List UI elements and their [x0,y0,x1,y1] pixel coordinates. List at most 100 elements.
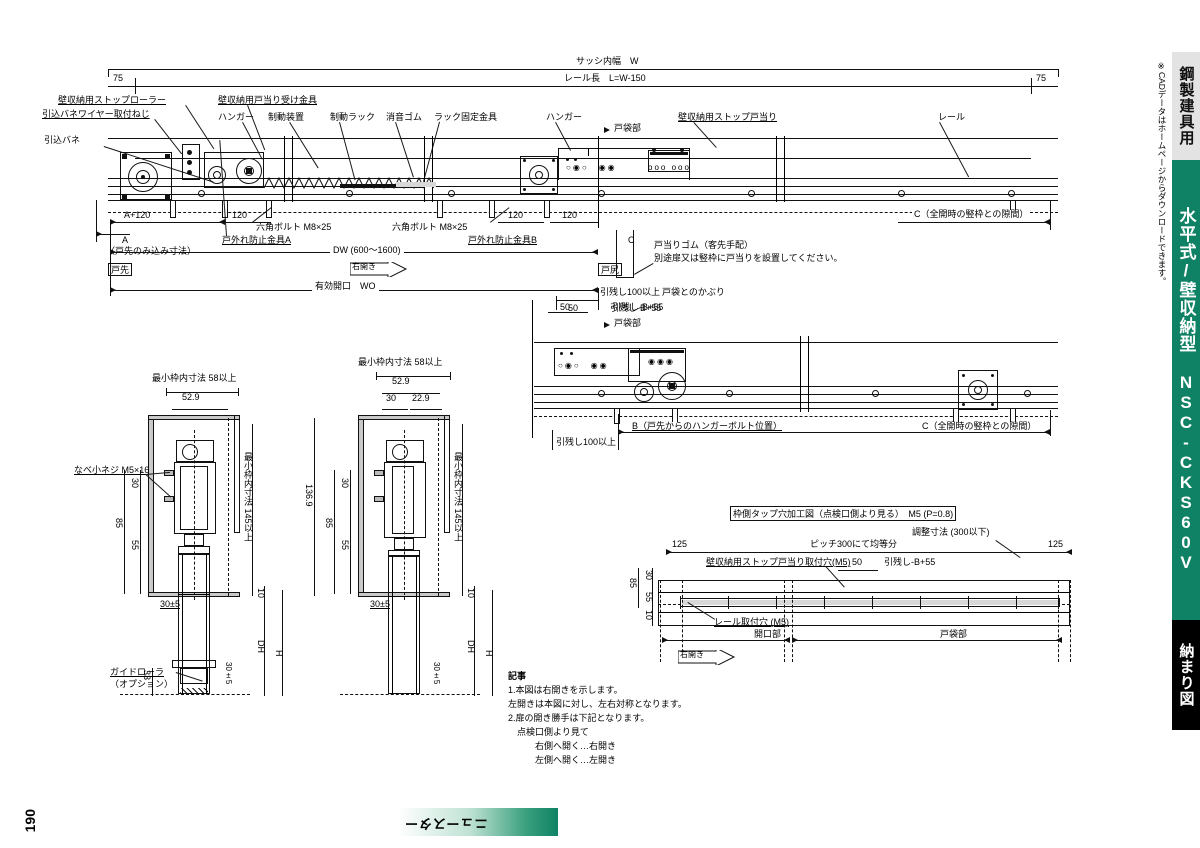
tap-hole [728,596,729,609]
sl-33-line [152,668,153,696]
callout-rail: レール [938,112,966,122]
sidebar-model-tab[interactable]: 水平式/壁収納型 NSC-CKS60V [1172,160,1200,620]
sr-dim55-line [350,506,351,594]
sidebar-category-tab[interactable]: 鋼製建具用 [1172,52,1200,160]
leader-line [634,263,654,275]
sl-dim-30pm5-b: 30±5 [224,662,233,685]
notes-line-4: 点検口側より見て [508,727,589,737]
dim-a-line [96,234,130,235]
roller-dot [187,160,192,165]
dim-tick [108,69,109,77]
sr-136-line [314,418,315,596]
sr-mech-inner [392,466,414,534]
tap-rail-fill [682,600,1058,605]
ext-line [618,414,619,450]
sr-dim-10: 10 [466,588,476,599]
break-line [776,136,777,202]
tap-ext [1058,580,1059,662]
sl-h-line [282,590,283,696]
rail-line-5 [108,194,1058,195]
sl-dim-33: 33 [142,670,152,681]
notes-title: 記事 [508,671,527,681]
dim-75-right-line [1031,86,1058,87]
detail-left-edge [532,300,533,438]
sl-frame-right [234,415,240,533]
callout-rack-fixing: ラック固定金具 [434,112,498,122]
notes-line-1: 1.本図は右開きを示します。 [508,685,623,695]
pocket-dot [566,158,569,161]
hanger-2-plate [520,156,558,194]
sl-frame-top [148,415,240,420]
sl-dim-line-w [166,392,238,393]
sidebar: 鋼製建具用 水平式/壁収納型 NSC-CKS60V 納まり図 ※CADデータはホ… [1154,0,1200,848]
bolt-dot [552,188,555,191]
spring-coil [128,162,158,192]
sl-dim-h: H [274,650,284,657]
tap-frame-box [658,580,1070,626]
dim-arrow [96,231,102,237]
rail-bolt [1024,390,1031,397]
roller-dot [187,150,192,155]
dim-a: A [122,235,129,245]
hanger-bolt [544,200,550,218]
tap-pocket-line [792,640,1062,641]
tap-hole [920,596,921,609]
bolt-label-left: 六角ボルト M8×25 [256,222,332,232]
sidebar-section-tab[interactable]: 納まり図 [1172,620,1200,730]
stopper-top-bar [650,152,688,155]
rail-line-2 [135,158,1031,159]
callout-stop-door-stopper: 壁収納用ストップ戸当り [678,112,778,122]
leader-line [289,122,319,169]
rack-fixing-plate [340,184,424,188]
rubber-note-1: 戸当りゴム（客先手配） [654,240,754,250]
detail-pocket-plate [554,348,640,376]
dim-arrow [592,249,598,255]
rubber-stopper-shape [616,230,634,278]
remain-100-label: 引残し100以上 [600,287,661,297]
brake-gear [236,158,262,184]
detail-top-bar [630,350,684,353]
sr-dim-22-line [410,409,442,410]
sr-frame-top [358,415,450,420]
sr-screw-1 [374,470,384,476]
sl-door-break [178,594,210,595]
break-line [424,136,425,202]
sr-h-line [492,590,493,696]
dim-120-3: 120 [562,210,578,220]
dim-tick [135,78,136,94]
rail-center-dash [108,212,1058,213]
tap-rail-hole: レール取付穴 (M5) [714,617,789,627]
callout-hanger-1: ハンガー [218,112,255,122]
sr-roller [392,444,408,460]
sr-door-leaf [388,556,420,694]
callout-hanger-2: ハンガー [546,112,583,122]
dim-arrow [110,219,116,225]
rail-bolt [448,190,455,197]
ext-line [552,430,553,450]
tap-55-line [652,588,653,608]
tap-stop-hole: 壁収納用ストップ戸当り取付穴(M5) [706,557,851,567]
dim-c-line [898,222,1050,223]
callout-stop-roller: 壁収納用ストップローラー [58,95,167,105]
sl-dim-52-line [172,409,228,410]
tap-dim-30: 30 [644,570,654,581]
tap-10-line [652,608,653,626]
stopper-bolt [652,148,656,152]
sl-dim-dh: DH [256,640,266,653]
sr-frame-left [358,415,364,597]
tap-detail-title: 枠側タップ穴加工図（点検口側より見る） M5 (P=0.8) [730,506,957,521]
dim-50-line [556,300,598,301]
dim-120-line-3 [550,222,598,223]
dim-120-1: 120 [232,210,248,220]
hanger-bolt [437,200,443,218]
bolt-dot [962,374,965,377]
detail-hanger2-hub [974,386,982,394]
dim-arrow [666,549,672,555]
tap-pitch-line [698,552,1018,553]
bolt-dot [991,403,994,406]
detail-hanger-wheel [634,382,654,402]
dim-tick [1058,69,1059,77]
sr-door-inner [392,556,393,694]
sl-dim-52-9: 52.9 [182,392,200,402]
break-line [808,336,809,412]
